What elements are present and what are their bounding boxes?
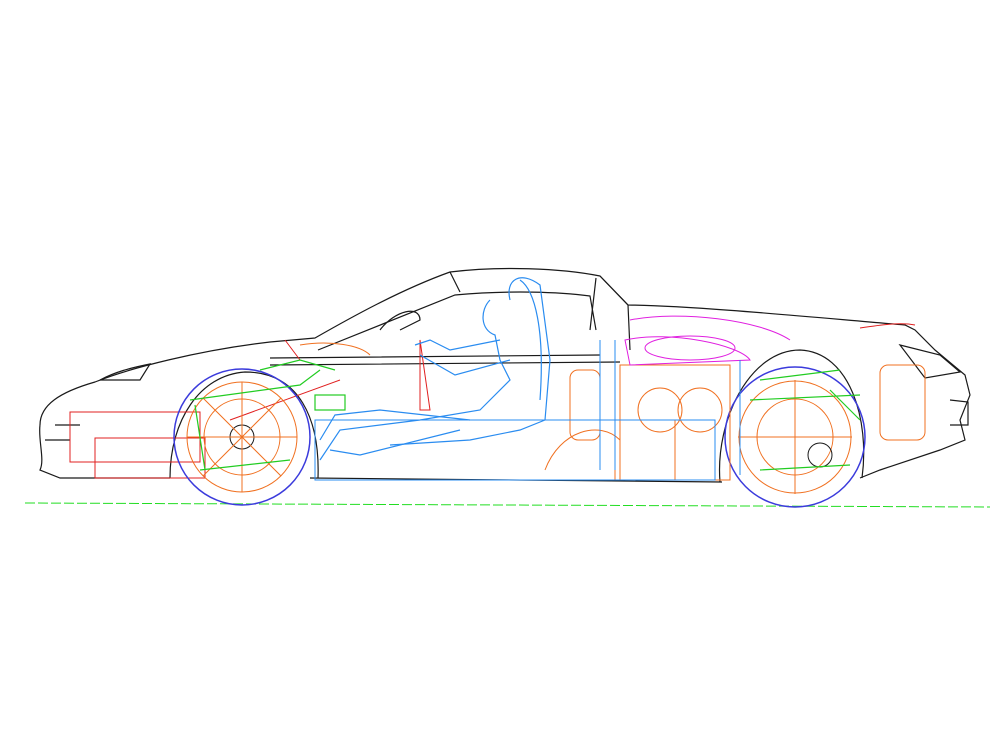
suspension: [189, 359, 861, 471]
ground-line: [24, 502, 991, 508]
rear-wheel: [724, 366, 866, 508]
driver-figure: [319, 277, 551, 461]
front-wheel: [173, 368, 311, 506]
chassis-frame: [314, 340, 741, 481]
engine: [299, 342, 926, 481]
engine-top: [624, 315, 791, 366]
car-body: [39, 267, 971, 483]
front-crash-structure: [69, 323, 916, 479]
